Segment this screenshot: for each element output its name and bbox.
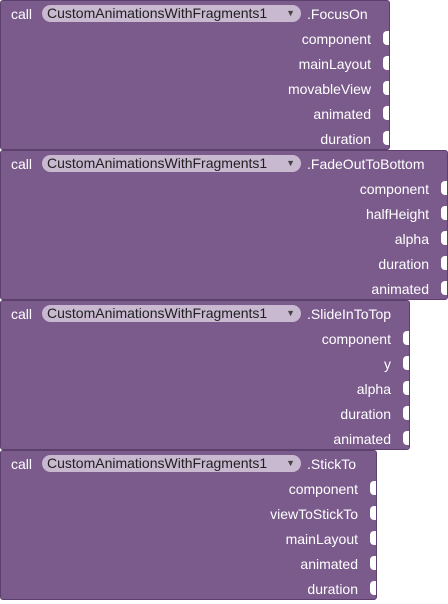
chevron-down-icon: ▼ [286,8,295,18]
chevron-down-icon: ▼ [286,158,295,168]
param-row: animated [1,276,447,301]
param-label: alpha [356,381,391,397]
block-stickto[interactable]: call CustomAnimationsWithFragments1 ▼ .S… [0,450,377,600]
method-label: .SlideInToTop [307,306,392,322]
param-label: mainLayout [285,531,358,547]
method-label: .FadeOutToBottom [307,156,425,172]
param-label: duration [378,256,429,272]
param-row: alpha [1,226,447,251]
call-label: call [11,156,33,172]
param-label: alpha [394,231,429,247]
param-label: animated [371,281,429,297]
input-socket[interactable] [383,131,389,145]
component-dropdown[interactable]: CustomAnimationsWithFragments1 ▼ [42,455,301,472]
param-row: mainLayout [1,526,376,551]
input-socket[interactable] [370,481,376,495]
input-socket[interactable] [383,56,389,70]
input-socket[interactable] [403,406,409,420]
call-row: call CustomAnimationsWithFragments1 ▼ .F… [1,1,389,26]
input-socket[interactable] [403,431,409,445]
param-label: duration [307,581,358,597]
component-name: CustomAnimationsWithFragments1 [47,305,268,321]
param-row: viewToStickTo [1,501,376,526]
param-row: duration [1,576,376,601]
method-label: .FocusOn [307,6,368,22]
param-row: component [1,326,409,351]
param-row: movableView [1,76,389,101]
input-socket[interactable] [383,106,389,120]
param-label: halfHeight [365,206,429,222]
input-socket[interactable] [370,506,376,520]
component-dropdown[interactable]: CustomAnimationsWithFragments1 ▼ [42,305,301,322]
component-name: CustomAnimationsWithFragments1 [47,455,268,471]
param-label: component [359,181,429,197]
input-socket[interactable] [383,81,389,95]
component-dropdown[interactable]: CustomAnimationsWithFragments1 ▼ [42,5,301,22]
param-row: animated [1,101,389,126]
param-row: mainLayout [1,51,389,76]
param-row: duration [1,401,409,426]
component-name: CustomAnimationsWithFragments1 [47,155,268,171]
param-row: component [1,26,389,51]
call-row: call CustomAnimationsWithFragments1 ▼ .S… [1,451,376,476]
param-row: component [1,476,376,501]
block-focuson[interactable]: call CustomAnimationsWithFragments1 ▼ .F… [0,0,390,150]
method-label: .StickTo [307,456,357,472]
param-row: animated [1,551,376,576]
param-row: duration [1,126,389,151]
param-label: duration [320,131,371,147]
param-label: viewToStickTo [270,506,358,522]
call-label: call [11,6,33,22]
input-socket[interactable] [441,281,447,295]
block-slideintotop[interactable]: call CustomAnimationsWithFragments1 ▼ .S… [0,300,410,450]
param-label: mainLayout [298,56,371,72]
input-socket[interactable] [370,531,376,545]
param-label: component [288,481,358,497]
chevron-down-icon: ▼ [286,308,295,318]
param-row: component [1,176,447,201]
call-label: call [11,306,33,322]
param-label: duration [340,406,391,422]
input-socket[interactable] [403,331,409,345]
param-label: movableView [287,81,371,97]
input-socket[interactable] [370,581,376,595]
call-label: call [11,456,33,472]
param-label: y [384,356,391,372]
input-socket[interactable] [403,381,409,395]
input-socket[interactable] [370,556,376,570]
param-row: duration [1,251,447,276]
param-row: y [1,351,409,376]
param-row: animated [1,426,409,451]
component-dropdown[interactable]: CustomAnimationsWithFragments1 ▼ [42,155,301,172]
input-socket[interactable] [441,256,447,270]
param-label: component [321,331,391,347]
input-socket[interactable] [441,181,447,195]
input-socket[interactable] [441,206,447,220]
param-label: animated [333,431,391,447]
param-label: animated [313,106,371,122]
call-row: call CustomAnimationsWithFragments1 ▼ .S… [1,301,409,326]
param-label: component [301,31,371,47]
input-socket[interactable] [383,31,389,45]
chevron-down-icon: ▼ [286,458,295,468]
input-socket[interactable] [441,231,447,245]
param-row: halfHeight [1,201,447,226]
param-row: alpha [1,376,409,401]
input-socket[interactable] [403,356,409,370]
block-fadeouttobottom[interactable]: call CustomAnimationsWithFragments1 ▼ .F… [0,150,448,300]
call-row: call CustomAnimationsWithFragments1 ▼ .F… [1,151,447,176]
component-name: CustomAnimationsWithFragments1 [47,5,268,21]
param-label: animated [300,556,358,572]
